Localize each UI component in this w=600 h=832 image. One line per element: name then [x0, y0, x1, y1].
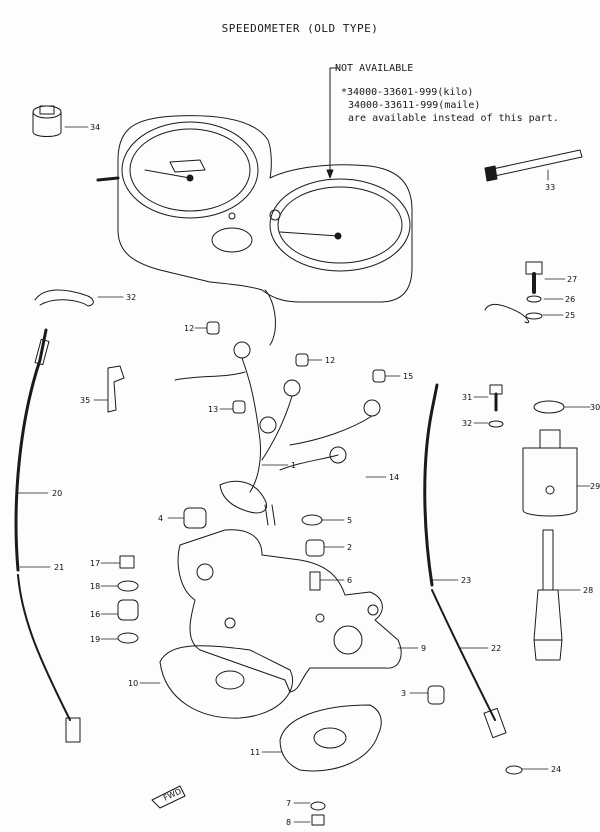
callout-30: 30 — [590, 403, 600, 412]
part-10-damper — [159, 645, 293, 719]
callout-32: 32 — [126, 293, 136, 302]
availability-text: are available instead of this part. — [348, 113, 559, 124]
leader-lines — [17, 126, 591, 823]
callout-15: 15 — [403, 372, 413, 381]
callout-6: 6 — [347, 576, 352, 585]
callout-28: 28 — [583, 586, 593, 595]
callout-11: 11 — [250, 748, 260, 757]
callout-17: 17 — [90, 559, 100, 568]
callout-8: 8 — [286, 818, 291, 827]
callout-26: 26 — [565, 295, 575, 304]
callout-5: 5 — [347, 516, 352, 525]
bulbs — [206, 321, 386, 414]
callout-33: 33 — [545, 183, 555, 192]
callout-24: 24 — [551, 765, 561, 774]
replacement-part-mile: 34000-33611-999(maile) — [348, 100, 481, 111]
part-29-gear-housing — [522, 429, 578, 517]
callout-27: 27 — [567, 275, 577, 284]
callout-20: 20 — [52, 489, 62, 498]
callout-12-top: 12 — [184, 324, 194, 333]
callout-34: 34 — [90, 123, 100, 132]
callout-13: 13 — [208, 405, 218, 414]
callout-32-right: 32 — [462, 419, 472, 428]
callout-7: 7 — [286, 799, 291, 808]
replacement-part-kilo: *34000-33601-999(kilo) — [341, 87, 474, 98]
callout-21: 21 — [54, 563, 64, 572]
part-11-hole — [313, 727, 347, 749]
speedometer-cable-left — [14, 328, 81, 743]
note-leader-line — [329, 67, 339, 176]
callout-23: 23 — [461, 576, 471, 585]
fwd-label: FWD — [162, 787, 183, 803]
fwd-arrow — [151, 785, 186, 809]
wiring-harness — [174, 341, 381, 526]
callout-1: 1 — [291, 461, 296, 470]
callout-25: 25 — [565, 311, 575, 320]
callout-14: 14 — [389, 473, 399, 482]
bolt-27-group — [484, 261, 543, 324]
part-33-strap — [484, 149, 583, 182]
callout-4: 4 — [158, 514, 163, 523]
callout-18: 18 — [90, 582, 100, 591]
callout-numbers: 34 33 32 27 26 25 12 12 15 35 13 1 31 30… — [52, 123, 600, 827]
callout-9: 9 — [421, 644, 426, 653]
part-11-damper — [279, 704, 382, 772]
callout-3: 3 — [401, 689, 406, 698]
tachometer-cable-right — [423, 383, 523, 775]
not-available-heading: NOT AVAILABLE — [335, 63, 414, 74]
callout-19: 19 — [90, 635, 100, 644]
callout-29: 29 — [590, 482, 600, 491]
part-28-drive-gear — [533, 529, 563, 661]
callout-10: 10 — [128, 679, 138, 688]
callout-12-mid: 12 — [325, 356, 335, 365]
part-9-mounting-plate — [177, 529, 402, 693]
callout-35: 35 — [80, 396, 90, 405]
callout-16: 16 — [90, 610, 100, 619]
page-title: SPEEDOMETER (OLD TYPE) — [221, 22, 379, 35]
callout-31: 31 — [462, 393, 472, 402]
part-35-bracket — [107, 365, 125, 413]
part-10-hole — [215, 670, 245, 690]
callout-22: 22 — [491, 644, 501, 653]
right-small-parts — [488, 384, 565, 428]
part-32-clip — [34, 289, 94, 307]
note-leader-arrow — [326, 169, 334, 179]
callout-2: 2 — [347, 543, 352, 552]
meter-assembly — [96, 115, 413, 346]
part-34-socket — [32, 105, 62, 137]
